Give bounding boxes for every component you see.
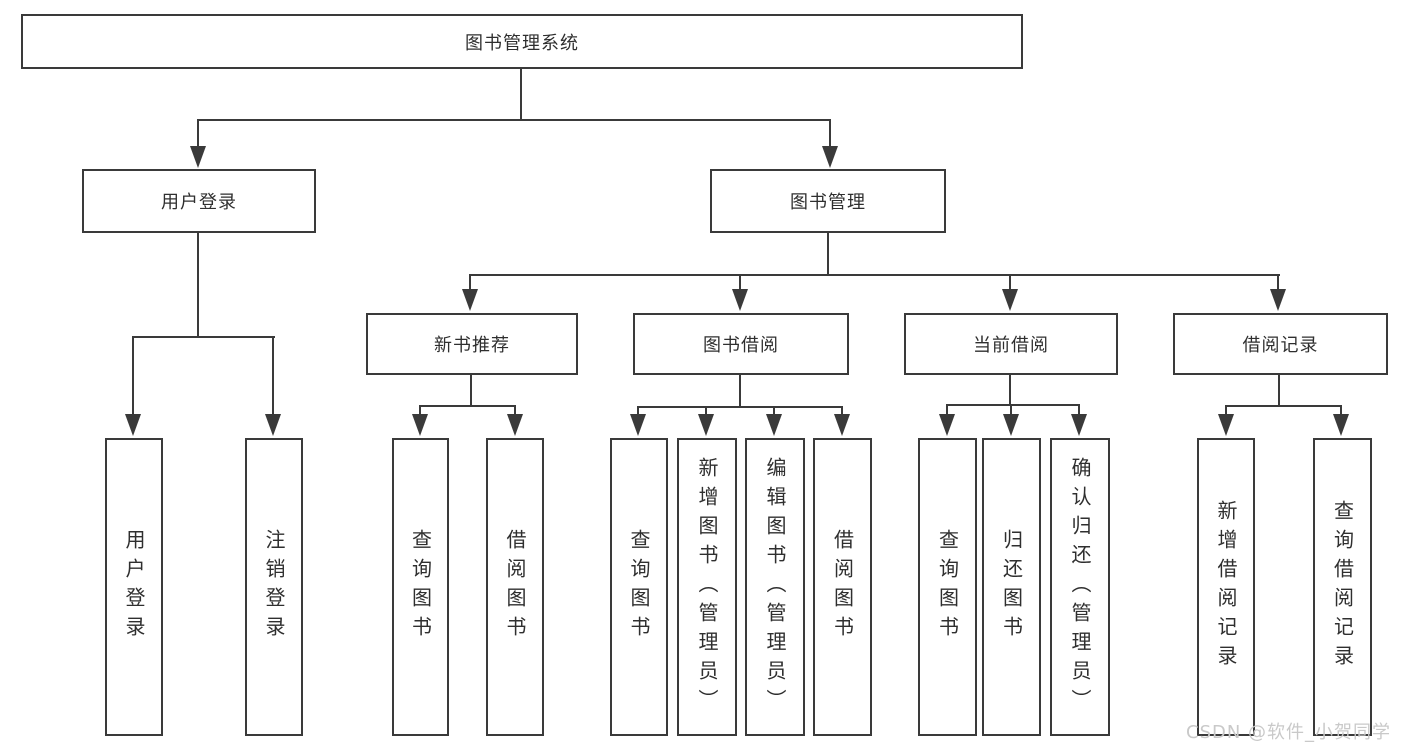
connector-line (520, 69, 522, 119)
connector-line (1340, 405, 1342, 417)
leaf-label: 查询借阅记录 (1330, 500, 1355, 674)
leaf-search-books-borrowing: 查询图书 (610, 438, 668, 736)
node-label: 图书管理系统 (465, 32, 579, 54)
node-user-login: 用户登录 (82, 169, 316, 233)
arrow-down-icon (507, 414, 523, 436)
node-borrowing-records: 借阅记录 (1173, 313, 1388, 375)
connector-line (514, 405, 516, 417)
connector-line (827, 233, 829, 274)
arrow-down-icon (1003, 414, 1019, 436)
connector-line (419, 405, 516, 407)
connector-line (946, 404, 1080, 406)
connector-line (1010, 404, 1012, 417)
csdn-watermark: CSDN @软件_小贺同学 (1186, 722, 1392, 743)
node-label: 借阅记录 (1242, 335, 1319, 356)
node-book-borrowing: 图书借阅 (633, 313, 849, 375)
connector-line (637, 406, 843, 408)
connector-line (1009, 274, 1011, 291)
arrow-down-icon (462, 289, 478, 311)
arrow-down-icon (190, 146, 206, 168)
arrow-down-icon (822, 146, 838, 168)
arrow-down-icon (766, 414, 782, 436)
arrow-down-icon (630, 414, 646, 436)
connector-line (1277, 274, 1279, 291)
leaf-label: 借阅图书 (503, 529, 527, 645)
node-book-management: 图书管理 (710, 169, 946, 233)
connector-line (470, 375, 472, 407)
connector-line (739, 274, 741, 291)
leaf-label: 编辑图书（管理员） (763, 456, 787, 718)
leaf-add-borrow-record: 新增借阅记录 (1197, 438, 1255, 736)
leaf-confirm-return-admin: 确认归还（管理员） (1050, 438, 1110, 736)
leaf-borrow-books-recommend: 借阅图书 (486, 438, 544, 736)
arrow-down-icon (834, 414, 850, 436)
node-label: 新书推荐 (434, 335, 510, 356)
leaf-logout: 注销登录 (245, 438, 303, 736)
leaf-label: 新增图书（管理员） (695, 456, 719, 718)
connector-line (946, 404, 948, 417)
connector-line (132, 336, 275, 338)
leaf-label: 新增借阅记录 (1214, 500, 1238, 674)
connector-line (773, 406, 775, 417)
arrow-down-icon (1218, 414, 1234, 436)
leaf-label: 查询图书 (935, 529, 960, 645)
leaf-search-books-recommend: 查询图书 (392, 438, 449, 736)
node-new-book-recommendation: 新书推荐 (366, 313, 578, 375)
node-label: 图书管理 (790, 192, 866, 213)
leaf-label: 查询图书 (627, 529, 651, 645)
leaf-borrow-books-borrowing: 借阅图书 (813, 438, 872, 736)
connector-line (705, 406, 707, 417)
node-current-borrowing: 当前借阅 (904, 313, 1118, 375)
node-label: 当前借阅 (973, 335, 1049, 356)
connector-line (1278, 375, 1280, 405)
leaf-return-books: 归还图书 (982, 438, 1041, 736)
connector-line (469, 274, 471, 291)
leaf-add-book-admin: 新增图书（管理员） (677, 438, 737, 736)
leaf-label: 归还图书 (999, 529, 1024, 645)
node-library-management-system: 图书管理系统 (21, 14, 1023, 69)
connector-line (272, 336, 274, 416)
arrow-down-icon (1333, 414, 1349, 436)
arrow-down-icon (1002, 289, 1018, 311)
leaf-search-borrow-record: 查询借阅记录 (1313, 438, 1372, 736)
arrow-down-icon (265, 414, 281, 436)
arrow-down-icon (1071, 414, 1087, 436)
connector-line (132, 336, 134, 416)
arrow-down-icon (412, 414, 428, 436)
connector-line (739, 375, 741, 406)
connector-line (841, 406, 843, 417)
leaf-edit-book-admin: 编辑图书（管理员） (745, 438, 805, 736)
leaf-label: 用户登录 (122, 529, 146, 645)
connector-line (1078, 404, 1080, 417)
connector-line (637, 406, 639, 417)
node-label: 图书借阅 (703, 335, 779, 356)
connector-line (829, 119, 831, 147)
leaf-label: 确认归还（管理员） (1068, 456, 1092, 718)
arrow-down-icon (939, 414, 955, 436)
connector-line (470, 274, 1280, 276)
connector-line (197, 233, 199, 336)
leaf-label: 借阅图书 (830, 529, 855, 645)
leaf-user-login: 用户登录 (105, 438, 163, 736)
connector-line (197, 119, 831, 121)
connector-line (1225, 405, 1227, 417)
connector-line (1225, 405, 1342, 407)
connector-line (1009, 375, 1011, 405)
arrow-down-icon (732, 289, 748, 311)
arrow-down-icon (698, 414, 714, 436)
leaf-label: 查询图书 (408, 529, 433, 645)
arrow-down-icon (1270, 289, 1286, 311)
connector-line (419, 405, 421, 417)
arrow-down-icon (125, 414, 141, 436)
node-label: 用户登录 (161, 192, 237, 213)
connector-line (197, 119, 199, 147)
leaf-search-books-current: 查询图书 (918, 438, 977, 736)
leaf-label: 注销登录 (262, 529, 286, 645)
